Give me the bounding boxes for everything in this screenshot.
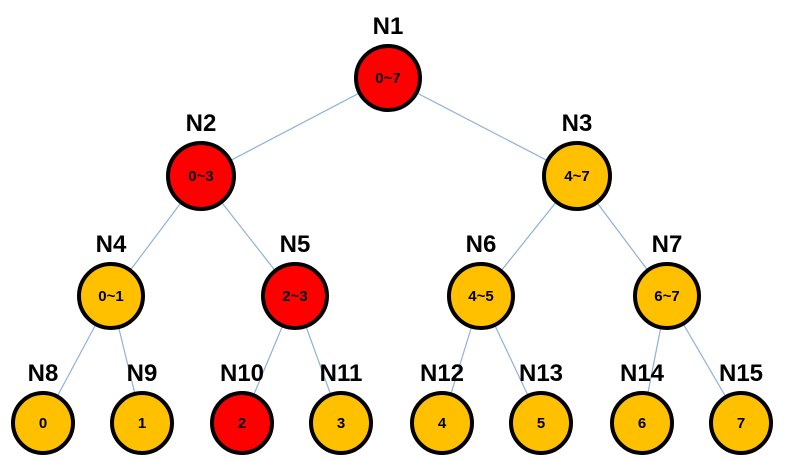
node-range-value: 3 [336,414,346,432]
node-range-value: 4~7 [564,167,590,185]
node-range-value: 1 [137,414,147,432]
node-range-value: 5 [536,414,546,432]
tree-node-N2: 0~3 [166,141,236,211]
tree-node-N12: 4 [410,391,474,455]
node-label-N5: N5 [279,231,311,258]
tree-node-N13: 5 [509,391,573,455]
node-label-N9: N9 [126,360,158,387]
node-range-value: 0~7 [375,69,401,87]
node-label-N13: N13 [518,360,564,387]
node-range-value: 0~1 [98,287,124,305]
node-range-value: 2 [237,414,247,432]
node-label-N6: N6 [465,231,497,258]
node-range-value: 6 [637,414,647,432]
node-label-N15: N15 [718,360,764,387]
node-label-N2: N2 [185,110,217,137]
tree-node-N14: 6 [610,391,674,455]
node-label-N3: N3 [561,110,593,137]
node-range-value: 7 [736,414,746,432]
node-range-value: 4 [437,414,447,432]
tree-node-N4: 0~1 [77,262,145,330]
node-label-N8: N8 [27,360,59,387]
node-range-value: 0~3 [188,167,214,185]
node-range-value: 0 [38,414,48,432]
node-label-N10: N10 [219,360,265,387]
tree-node-N8: 0 [11,391,75,455]
node-label-N11: N11 [319,360,363,387]
tree-node-N6: 4~5 [447,262,515,330]
node-label-N12: N12 [419,360,465,387]
node-label-N7: N7 [651,231,683,258]
tree-node-N10: 2 [210,391,274,455]
node-label-N4: N4 [95,231,127,258]
tree-node-N7: 6~7 [633,262,701,330]
node-label-N1: N1 [372,13,404,40]
node-range-value: 6~7 [654,287,680,305]
node-range-value: 4~5 [468,287,494,305]
tree-node-N1: 0~7 [354,44,422,112]
tree-node-N11: 3 [309,391,373,455]
tree-node-N15: 7 [709,391,773,455]
tree-node-N5: 2~3 [261,262,329,330]
tree-node-N3: 4~7 [542,141,612,211]
node-range-value: 2~3 [282,287,308,305]
tree-node-N9: 1 [110,391,174,455]
node-label-N14: N14 [619,360,665,387]
